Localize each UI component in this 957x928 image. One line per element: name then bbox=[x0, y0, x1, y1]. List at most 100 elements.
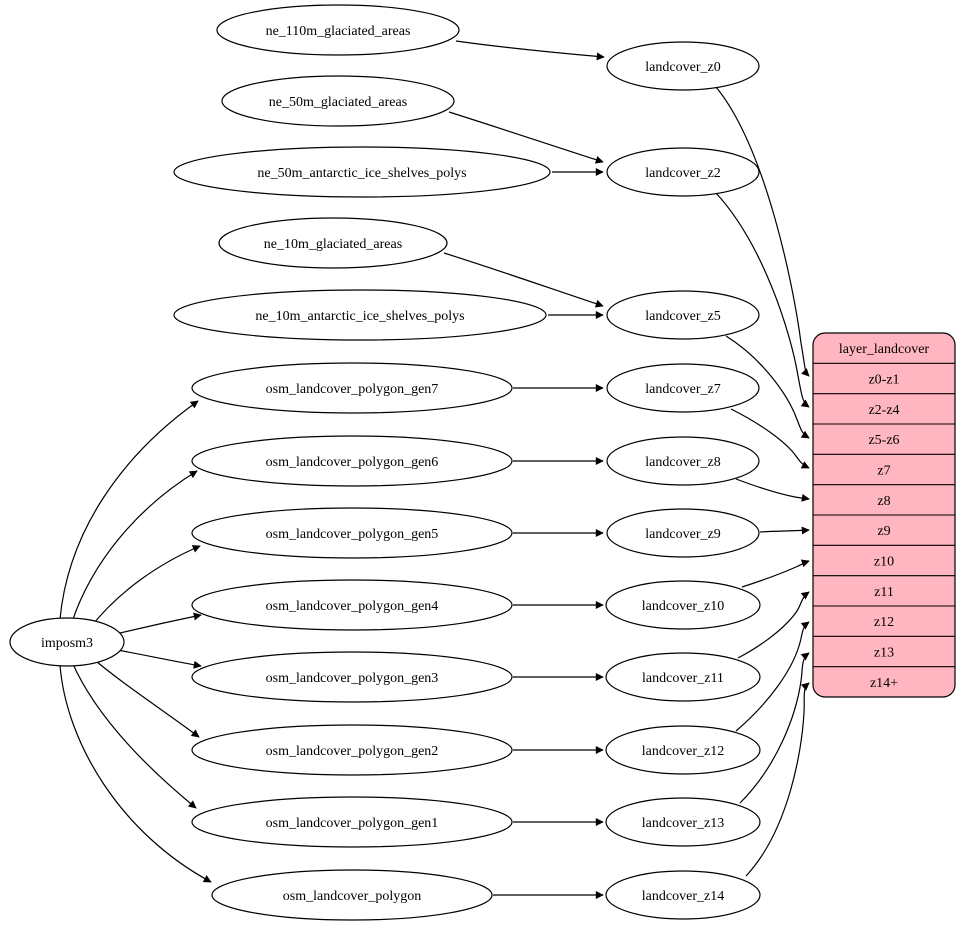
ellipse-shape bbox=[606, 41, 760, 91]
node-osm-landcover-polygon-gen4: osm_landcover_polygon_gen4 bbox=[191, 579, 513, 631]
edge-z5-to-row bbox=[725, 335, 810, 439]
ellipse-shape bbox=[173, 146, 551, 198]
table-row-z12: z12 bbox=[874, 615, 894, 630]
node-label: landcover_z0 bbox=[645, 60, 720, 75]
ellipse-shape bbox=[606, 508, 760, 558]
edge-z9-to-row bbox=[759, 526, 810, 535]
node-label: landcover_z7 bbox=[645, 382, 720, 397]
node-label: ne_110m_glaciated_areas bbox=[266, 24, 411, 39]
ellipse-shape bbox=[191, 579, 513, 631]
ellipse-shape bbox=[606, 147, 760, 197]
edge-z12-to-row bbox=[735, 621, 810, 732]
edge-ne10m-glaciated-to-z5 bbox=[443, 252, 604, 308]
node-label: landcover_z10 bbox=[642, 599, 724, 614]
node-landcover-z14: landcover_z14 bbox=[605, 870, 761, 920]
edge-imposm3-to-polygon bbox=[59, 664, 212, 883]
edge-z10-to-row bbox=[741, 559, 810, 588]
edge-imposm3-to-gen5 bbox=[89, 545, 201, 629]
node-ne-110m-glaciated-areas: ne_110m_glaciated_areas bbox=[216, 4, 460, 56]
node-label: landcover_z9 bbox=[645, 527, 720, 542]
node-landcover-z7: landcover_z7 bbox=[606, 363, 760, 413]
ellipse-shape bbox=[221, 75, 455, 127]
node-label: landcover_z11 bbox=[642, 671, 724, 686]
edge-ne110m-to-z0 bbox=[455, 40, 605, 61]
edges-view-to-table bbox=[715, 86, 810, 877]
edges-imposm3-fanout bbox=[59, 400, 212, 883]
node-label: ne_50m_glaciated_areas bbox=[269, 95, 407, 110]
node-label: osm_landcover_polygon bbox=[283, 889, 421, 904]
table-row-z13: z13 bbox=[874, 646, 894, 661]
edge-z13-to-row bbox=[739, 652, 810, 804]
ellipse-shape bbox=[605, 652, 761, 702]
edge-z8-to-row bbox=[735, 478, 810, 502]
node-label: landcover_z14 bbox=[642, 889, 724, 904]
ellipse-shape bbox=[191, 796, 513, 848]
node-landcover-z5: landcover_z5 bbox=[606, 290, 760, 340]
node-osm-landcover-polygon-gen6: osm_landcover_polygon_gen6 bbox=[191, 435, 513, 487]
edge-imposm3-to-gen4 bbox=[111, 612, 202, 636]
ellipse-shape bbox=[605, 870, 761, 920]
node-label: landcover_z13 bbox=[642, 816, 724, 831]
node-ne-10m-glaciated-areas: ne_10m_glaciated_areas bbox=[218, 217, 448, 269]
table-row-z10: z10 bbox=[874, 555, 894, 570]
node-landcover-z9: landcover_z9 bbox=[606, 508, 760, 558]
ellipse-shape bbox=[191, 362, 513, 414]
edge-z2-to-row bbox=[715, 192, 810, 408]
table-row-z2-z4: z2-z4 bbox=[868, 403, 899, 418]
ellipse-shape bbox=[191, 724, 513, 776]
table-title: layer_landcover bbox=[839, 342, 930, 357]
node-osm-landcover-polygon: osm_landcover_polygon bbox=[211, 869, 493, 921]
ellipse-shape bbox=[606, 363, 760, 413]
node-label: osm_landcover_polygon_gen6 bbox=[266, 455, 439, 470]
ellipse-shape bbox=[191, 435, 513, 487]
node-label: osm_landcover_polygon_gen5 bbox=[266, 527, 439, 542]
edge-z0-to-row bbox=[715, 86, 810, 377]
node-label: osm_landcover_polygon_gen2 bbox=[266, 744, 439, 759]
node-landcover-z2: landcover_z2 bbox=[606, 147, 760, 197]
node-label: landcover_z2 bbox=[645, 166, 720, 181]
node-landcover-z11: landcover_z11 bbox=[605, 652, 761, 702]
table-row-z7: z7 bbox=[877, 464, 890, 479]
ellipse-shape bbox=[216, 4, 460, 56]
table-row-separators bbox=[813, 362, 955, 668]
ellipse-shape bbox=[9, 617, 125, 667]
ellipse-shape bbox=[605, 725, 761, 775]
table-row-z8: z8 bbox=[877, 494, 890, 509]
edge-z7-to-row bbox=[730, 408, 810, 469]
table-row-z9: z9 bbox=[877, 524, 890, 539]
table-row-z0-z1: z0-z1 bbox=[868, 373, 899, 388]
table-row-z14plus: z14+ bbox=[870, 676, 898, 691]
node-label: ne_50m_antarctic_ice_shelves_polys bbox=[257, 166, 466, 181]
node-label: ne_10m_antarctic_ice_shelves_polys bbox=[255, 309, 464, 324]
node-label: landcover_z5 bbox=[645, 309, 720, 324]
node-ne-50m-antarctic-ice-shelves-polys: ne_50m_antarctic_ice_shelves_polys bbox=[173, 146, 551, 198]
ellipse-shape bbox=[191, 651, 513, 703]
layer-landcover-table: layer_landcover z0-z1 z2-z4 z5-z6 z7 z8 … bbox=[812, 332, 956, 698]
ellipse-shape bbox=[605, 580, 761, 630]
ellipse-shape bbox=[605, 797, 761, 847]
node-osm-landcover-polygon-gen1: osm_landcover_polygon_gen1 bbox=[191, 796, 513, 848]
node-osm-landcover-polygon-gen7: osm_landcover_polygon_gen7 bbox=[191, 362, 513, 414]
edge-ne50m-glaciated-to-z2 bbox=[448, 111, 604, 164]
node-osm-landcover-polygon-gen3: osm_landcover_polygon_gen3 bbox=[191, 651, 513, 703]
edge-imposm3-to-gen6 bbox=[71, 470, 198, 623]
node-label: landcover_z8 bbox=[645, 455, 720, 470]
node-landcover-z12: landcover_z12 bbox=[605, 725, 761, 775]
node-ne-50m-glaciated-areas: ne_50m_glaciated_areas bbox=[221, 75, 455, 127]
node-label: ne_10m_glaciated_areas bbox=[264, 237, 402, 252]
node-label: osm_landcover_polygon_gen3 bbox=[266, 671, 439, 686]
ellipse-shape bbox=[606, 290, 760, 340]
table-row-z11: z11 bbox=[874, 585, 894, 600]
node-landcover-z8: landcover_z8 bbox=[606, 436, 760, 486]
node-ne-10m-antarctic-ice-shelves-polys: ne_10m_antarctic_ice_shelves_polys bbox=[173, 289, 547, 341]
node-landcover-z0: landcover_z0 bbox=[606, 41, 760, 91]
node-label: osm_landcover_polygon_gen4 bbox=[266, 599, 439, 614]
ellipse-shape bbox=[606, 436, 760, 486]
ellipse-shape bbox=[191, 507, 513, 559]
edge-imposm3-to-gen1 bbox=[71, 661, 197, 809]
node-label: landcover_z12 bbox=[642, 744, 724, 759]
node-label: imposm3 bbox=[41, 636, 93, 651]
edge-z11-to-row bbox=[737, 591, 810, 659]
